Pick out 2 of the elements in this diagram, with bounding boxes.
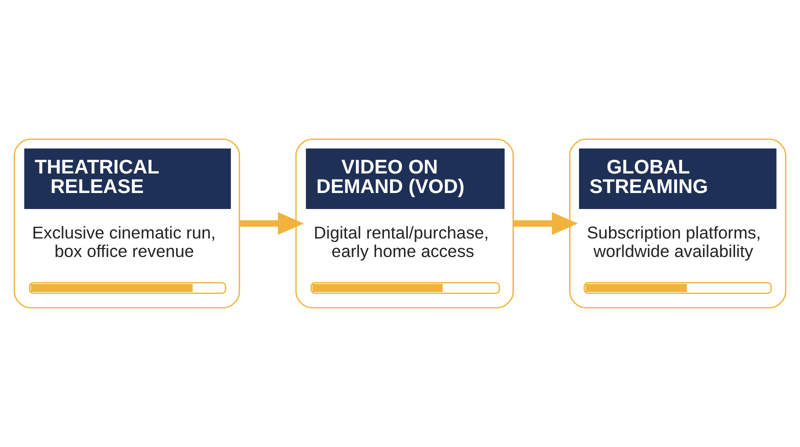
arrow: [240, 212, 304, 235]
arrow: [513, 212, 578, 235]
